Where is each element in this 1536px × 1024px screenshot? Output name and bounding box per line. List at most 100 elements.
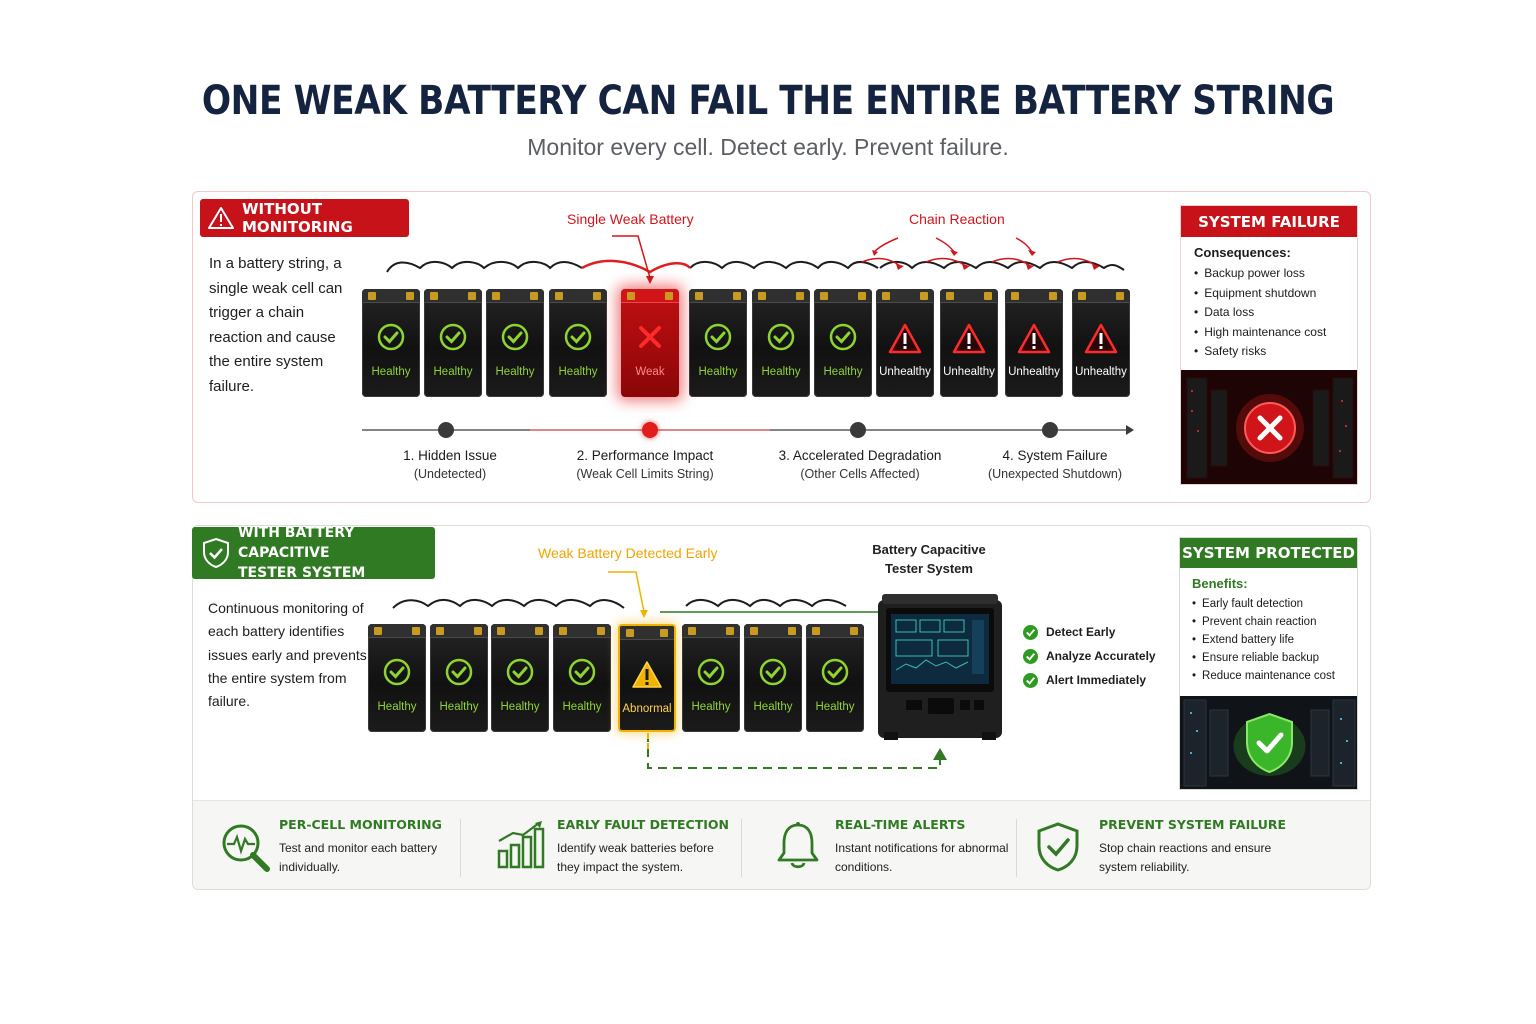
- bar-chart-icon: [495, 821, 547, 876]
- stage-2-title: 2. Performance Impact: [576, 448, 714, 463]
- battery-label: Healthy: [495, 366, 535, 378]
- battery-unhealthy: Unhealthy: [1072, 289, 1130, 397]
- feature-detect-early: Detect Early: [1023, 620, 1156, 644]
- battery-healthy: Healthy: [752, 289, 810, 397]
- list-item: Safety risks: [1194, 342, 1357, 362]
- without-monitoring-tag-label: WITHOUT MONITORING: [242, 200, 353, 236]
- battery-label: Abnormal: [622, 703, 672, 715]
- battery-label: Healthy: [823, 366, 863, 378]
- system-failure-card: SYSTEM FAILURE Consequences: Backup powe…: [1180, 205, 1358, 485]
- list-item: Equipment shutdown: [1194, 284, 1357, 304]
- timeline-dot-4: [1042, 422, 1058, 438]
- battery-label: Healthy: [691, 701, 731, 713]
- check-circle-icon: [568, 658, 596, 686]
- check-circle-icon: [1023, 648, 1038, 664]
- warning-icon: [208, 207, 234, 229]
- device-label-line1: Battery Capacitive: [872, 542, 986, 557]
- without-monitoring-tag: WITHOUT MONITORING: [200, 199, 409, 237]
- strip-item-prevent: PREVENT SYSTEM FAILURE Stop chain reacti…: [1099, 817, 1287, 874]
- shield-check-icon: [1035, 821, 1081, 878]
- consequences-heading: Consequences:: [1194, 245, 1291, 260]
- check-circle-icon: [821, 658, 849, 686]
- stage-4: 4. System Failure (Unexpected Shutdown): [975, 448, 1135, 481]
- check-circle-icon: [767, 323, 795, 351]
- battery-label: Healthy: [433, 366, 473, 378]
- battery-label: Healthy: [753, 701, 793, 713]
- check-circle-icon: [506, 658, 534, 686]
- divider: [741, 819, 742, 877]
- warning-icon: [952, 323, 986, 354]
- stage-3-title: 3. Accelerated Degradation: [778, 448, 942, 463]
- list-item: Early fault detection: [1192, 595, 1357, 613]
- battery-label: Healthy: [377, 701, 417, 713]
- battery-label: Healthy: [761, 366, 801, 378]
- device-label-line2: Tester System: [885, 561, 973, 576]
- check-circle-icon: [1023, 624, 1038, 640]
- single-weak-battery-callout: Single Weak Battery: [567, 211, 694, 227]
- with-tester-tag-line1: WITH BATTERY CAPACITIVE: [238, 525, 355, 561]
- capacitive-tester-device: [876, 592, 1004, 744]
- failed-data-center-image: [1181, 370, 1357, 484]
- battery-label: Healthy: [371, 366, 411, 378]
- battery-label: Healthy: [698, 366, 738, 378]
- list-item: Data loss: [1194, 303, 1357, 323]
- benefits-heading: Benefits:: [1192, 576, 1248, 591]
- battery-healthy: Healthy: [744, 624, 802, 732]
- check-circle-icon: [383, 658, 411, 686]
- strip-item-per-cell: PER-CELL MONITORING Test and monitor eac…: [279, 817, 442, 874]
- chain-reaction-callout: Chain Reaction: [909, 211, 1005, 227]
- list-item: Ensure reliable backup: [1192, 649, 1357, 667]
- system-protected-card: SYSTEM PROTECTED Benefits: Early fault d…: [1179, 537, 1358, 790]
- battery-healthy: Healthy: [689, 289, 747, 397]
- stage-1-sub: (Undetected): [413, 467, 487, 481]
- without-description: In a battery string, a single weak cell …: [209, 255, 343, 395]
- battery-healthy: Healthy: [553, 624, 611, 732]
- warning-icon: [888, 323, 922, 354]
- battery-healthy: Healthy: [430, 624, 488, 732]
- battery-label: Unhealthy: [1075, 366, 1127, 378]
- feature-analyze-accurately: Analyze Accurately: [1023, 644, 1156, 668]
- battery-label: Unhealthy: [879, 366, 931, 378]
- weak-detected-callout: Weak Battery Detected Early: [538, 545, 718, 561]
- benefits-list: Early fault detection Prevent chain reac…: [1192, 595, 1357, 685]
- battery-healthy: Healthy: [814, 289, 872, 397]
- battery-label: Healthy: [439, 701, 479, 713]
- battery-unhealthy: Unhealthy: [1005, 289, 1063, 397]
- battery-healthy: Healthy: [491, 624, 549, 732]
- divider: [1016, 819, 1017, 877]
- x-icon: [639, 326, 661, 348]
- battery-healthy: Healthy: [368, 624, 426, 732]
- list-item: Extend battery life: [1192, 631, 1357, 649]
- battery-healthy: Healthy: [682, 624, 740, 732]
- check-circle-icon: [697, 658, 725, 686]
- battery-healthy: Healthy: [549, 289, 607, 397]
- timeline-dot-2: [642, 422, 658, 438]
- check-circle-icon: [564, 323, 592, 351]
- magnifier-pulse-icon: [219, 821, 273, 880]
- feature-strip: PER-CELL MONITORING Test and monitor eac…: [193, 800, 1370, 889]
- battery-label: Unhealthy: [943, 366, 995, 378]
- check-circle-icon: [704, 323, 732, 351]
- battery-label: Weak: [635, 366, 665, 378]
- strip-item-early-fault: EARLY FAULT DETECTION Identify weak batt…: [557, 817, 729, 874]
- check-circle-icon: [445, 658, 473, 686]
- check-circle-icon: [759, 658, 787, 686]
- stage-3-sub: (Other Cells Affected): [800, 467, 920, 481]
- protected-data-center-image: [1180, 696, 1357, 789]
- battery-healthy: Healthy: [486, 289, 544, 397]
- battery-unhealthy: Unhealthy: [940, 289, 998, 397]
- battery-unhealthy: Unhealthy: [876, 289, 934, 397]
- battery-label: Unhealthy: [1008, 366, 1060, 378]
- battery-label: Healthy: [500, 701, 540, 713]
- list-item: Reduce maintenance cost: [1192, 667, 1357, 685]
- system-protected-title: SYSTEM PROTECTED: [1180, 538, 1357, 568]
- check-circle-icon: [829, 323, 857, 351]
- with-tester-tag: WITH BATTERY CAPACITIVE TESTER SYSTEM: [192, 525, 435, 581]
- tester-features: Detect Early Analyze Accurately Alert Im…: [1023, 620, 1156, 692]
- stage-3: 3. Accelerated Degradation (Other Cells …: [762, 448, 958, 481]
- check-circle-icon: [377, 323, 405, 351]
- stage-4-sub: (Unexpected Shutdown): [987, 467, 1123, 481]
- timeline-dot-1: [438, 422, 454, 438]
- check-circle-icon: [1023, 672, 1038, 688]
- stage-4-title: 4. System Failure: [1002, 448, 1108, 463]
